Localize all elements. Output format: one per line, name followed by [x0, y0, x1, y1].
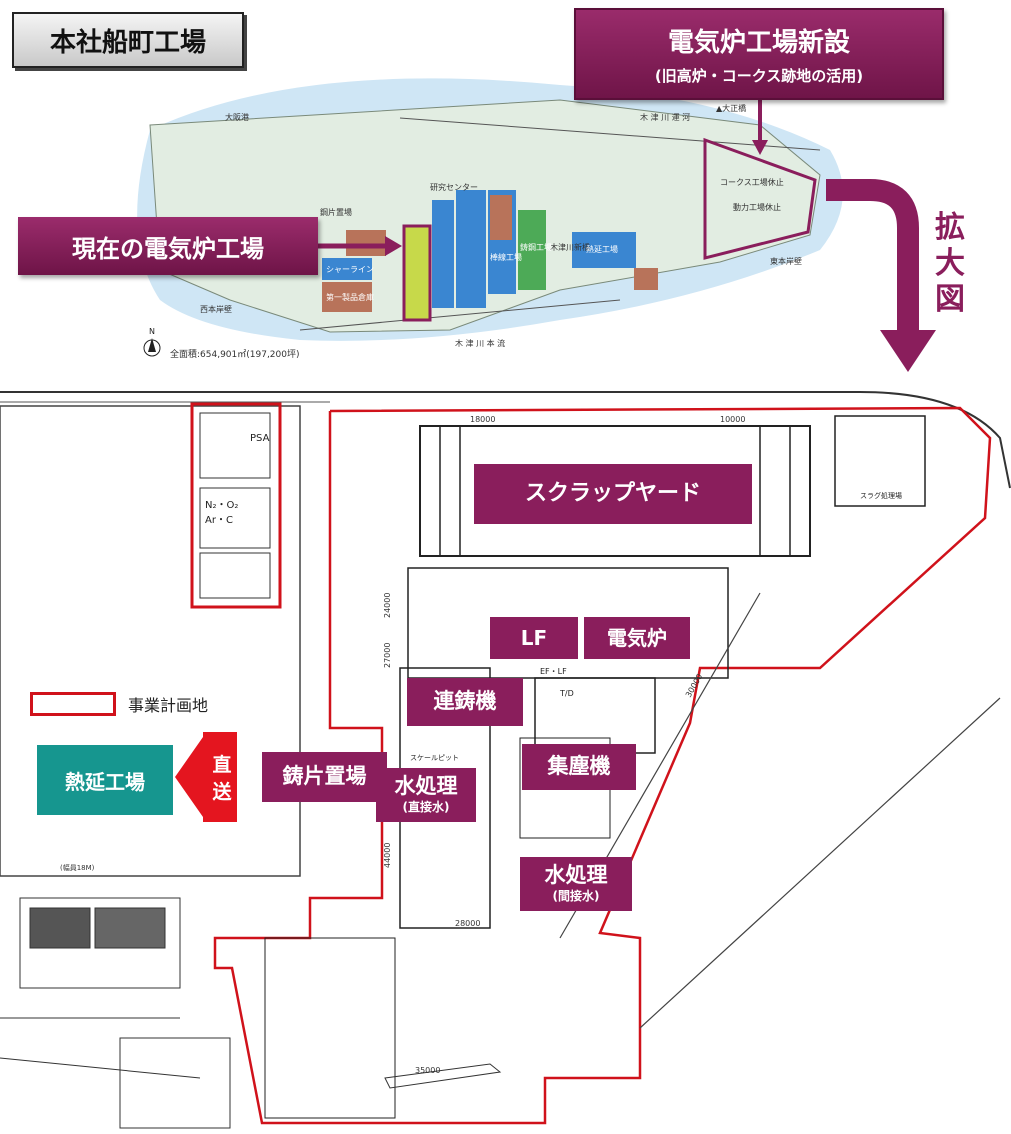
- building-blue-1: [432, 200, 454, 308]
- building-blue-2: [456, 190, 486, 308]
- page-title: 本社船町工場: [12, 12, 244, 68]
- arrow-current-head: [385, 236, 402, 256]
- label-research: 研究センター: [430, 182, 478, 192]
- water-direct-sub: (直接水): [402, 800, 450, 815]
- legend-swatch: [30, 692, 116, 716]
- label-west-quay: 西本岸壁: [200, 304, 232, 314]
- label-coke: コークス工場休止: [720, 177, 784, 187]
- road-label: (幅員18M): [60, 863, 95, 872]
- dim-10000: 10000: [720, 415, 745, 424]
- psa-label: PSA: [250, 433, 270, 444]
- new-ef-site-outline: [703, 137, 817, 260]
- label-water-indirect: 水処理 (間接水): [520, 857, 632, 911]
- enlarge-arrow: [826, 179, 919, 335]
- dim-35000: 35000: [415, 1066, 440, 1075]
- label-shear: シャーライン: [326, 265, 374, 274]
- label-ohashi: ▲大正橋: [716, 103, 746, 113]
- enlarge-char-1: 拡: [935, 210, 965, 245]
- label-water-direct: 水処理 (直接水): [376, 768, 476, 822]
- building-brown-2: [346, 230, 386, 256]
- water-indirect-title: 水処理: [544, 863, 608, 888]
- hot-strip-drawing: [0, 897, 231, 1129]
- label-slab-yard: 鋳片置場: [262, 752, 387, 802]
- dim-24000: 24000: [383, 593, 392, 618]
- label-power: 動力工場休止: [733, 202, 781, 212]
- direct-send-label: 直 送: [204, 732, 240, 822]
- new-ef-title: 電気炉工場新設: [667, 28, 850, 58]
- label-kizu-canal: 木 津 川 運 河: [640, 112, 690, 122]
- water-direct-title: 水処理: [394, 774, 458, 799]
- slag-building: [834, 415, 926, 507]
- water-indirect-sub: (間接水): [552, 889, 600, 904]
- left-lot: [0, 405, 301, 877]
- label-hot-strip-mill: 熱延工場: [37, 745, 173, 815]
- gas-area-outline: [190, 402, 282, 609]
- legend-label: 事業計画地: [128, 696, 209, 715]
- site-plan: PSA N₂・O₂ Ar・C 18000 10000 スラグ処理場 EF・LF …: [0, 391, 1011, 1129]
- direct-send-char-2: 送: [212, 781, 232, 803]
- north-arrow: [148, 338, 156, 352]
- total-area: 全面積:654,901㎡(197,200坪): [170, 350, 300, 360]
- label-steel-yard: 鋼片置場: [320, 207, 352, 217]
- new-ef-subtitle: (旧高炉・コークス跡地の活用): [654, 67, 864, 85]
- building-brown-4: [634, 268, 658, 290]
- building-blue-shear: [322, 258, 372, 280]
- main-river-line: [299, 299, 621, 331]
- label-first-warehouse: 第一製品倉庫: [326, 292, 374, 302]
- label-eaf: 電気炉: [584, 617, 690, 659]
- label-rolling: 熱延工場: [586, 244, 618, 254]
- building-rolling: [572, 232, 636, 268]
- n2-label: N₂・O₂: [205, 500, 238, 511]
- td-tag: T/D: [559, 689, 574, 698]
- label-kizu-main: 木 津 川 本 流: [455, 338, 505, 348]
- dim-27000: 27000: [383, 643, 392, 668]
- direct-send-char-1: 直: [212, 754, 232, 776]
- new-ef-banner: 電気炉工場新設 (旧高炉・コークス跡地の活用): [574, 8, 944, 100]
- label-dust-collector: 集塵機: [522, 744, 636, 790]
- label-bar-mill: 棒線工場: [490, 252, 522, 262]
- direct-send-arrow: [175, 732, 237, 822]
- building-current-ef: [402, 224, 432, 322]
- enlarge-char-2: 大: [935, 246, 965, 281]
- building-green: [518, 210, 546, 290]
- label-east-quay: 東本岸壁: [770, 256, 802, 266]
- project-site-outline: [213, 406, 992, 1125]
- label-scrap-yard: スクラップヤード: [474, 464, 752, 524]
- slag-label: スラグ処理場: [860, 491, 902, 500]
- scrap-yard-columns: [439, 426, 791, 556]
- current-ef-banner: 現在の電気炉工場: [18, 217, 318, 275]
- dim-44000: 44000: [383, 843, 392, 868]
- building-brown-3: [322, 282, 372, 312]
- label-cast: 鋳鋼工場: [520, 242, 552, 252]
- enlarge-arrow-head: [880, 330, 936, 372]
- label-new-bridge: 木津川新橋: [550, 242, 590, 252]
- slab-yard-frame: [264, 937, 396, 1119]
- building-brown-1: [490, 195, 512, 240]
- ef-lf-tag: EF・LF: [540, 667, 567, 676]
- enlarge-label: 拡 大 図: [925, 210, 975, 318]
- label-caster: 連鋳機: [407, 678, 523, 726]
- ar-label: Ar・C: [205, 515, 233, 526]
- label-lf: LF: [490, 617, 578, 659]
- td-yard: [534, 677, 656, 754]
- ship-outline: [384, 1063, 502, 1089]
- label-osaka-port: 大阪港: [225, 112, 249, 122]
- enlarge-char-3: 図: [935, 282, 965, 317]
- scrap-yard-frame: [419, 425, 811, 557]
- canal-line: [399, 117, 821, 151]
- scale-pit-tag: スケールピット: [410, 754, 459, 762]
- overview-map: N 大阪港 木 津 川 運 河 ▲大正橋 木 津 川 本 流 東本岸壁 西本岸壁…: [137, 78, 936, 372]
- north-label: N: [149, 327, 155, 336]
- dim-28000: 28000: [455, 919, 480, 928]
- gas-area-grid: [199, 412, 271, 599]
- plan-top-edge: [0, 391, 1011, 489]
- arrow-new-site-head: [752, 140, 768, 155]
- dim-18000: 18000: [470, 415, 495, 424]
